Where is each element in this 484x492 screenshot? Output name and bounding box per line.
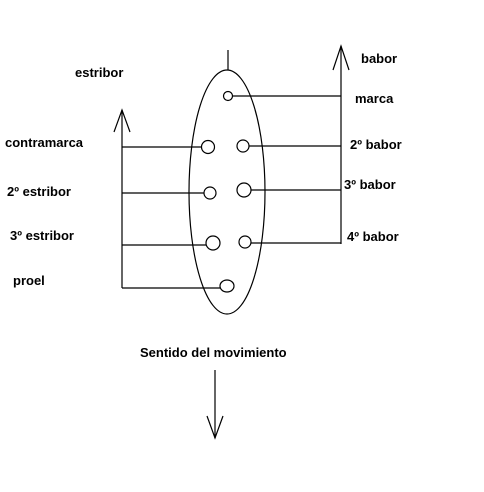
- label-babor: babor: [361, 51, 397, 66]
- boat-hull: [188, 69, 266, 315]
- seat-3-babor: [236, 182, 252, 198]
- seat-2-babor: [236, 139, 250, 153]
- label-3-babor: 3º babor: [344, 177, 396, 192]
- seat-marks: [200, 90, 252, 293]
- label-contramarca: contramarca: [5, 135, 84, 150]
- seat-proel: [219, 279, 235, 293]
- starboard-bracket: [113, 108, 131, 288]
- seat-contramarca: [200, 139, 216, 155]
- label-marca: marca: [355, 91, 394, 106]
- seat-4-babor: [238, 235, 252, 249]
- label-movement: Sentido del movimiento: [140, 345, 287, 360]
- label-estribor: estribor: [75, 65, 123, 80]
- movement-arrow: [206, 370, 224, 440]
- seat-marca: [222, 90, 234, 102]
- label-2-babor: 2º babor: [350, 137, 402, 152]
- seat-3-estribor: [205, 235, 221, 251]
- seat-2-estribor: [203, 186, 217, 200]
- starboard-leader-lines: [122, 146, 220, 289]
- label-3-estribor: 3º estribor: [10, 228, 74, 243]
- port-leader-lines: [233, 95, 341, 244]
- label-4-babor: 4º babor: [347, 229, 399, 244]
- label-2-estribor: 2º estribor: [7, 184, 71, 199]
- label-proel: proel: [13, 273, 45, 288]
- port-bracket: [332, 44, 350, 244]
